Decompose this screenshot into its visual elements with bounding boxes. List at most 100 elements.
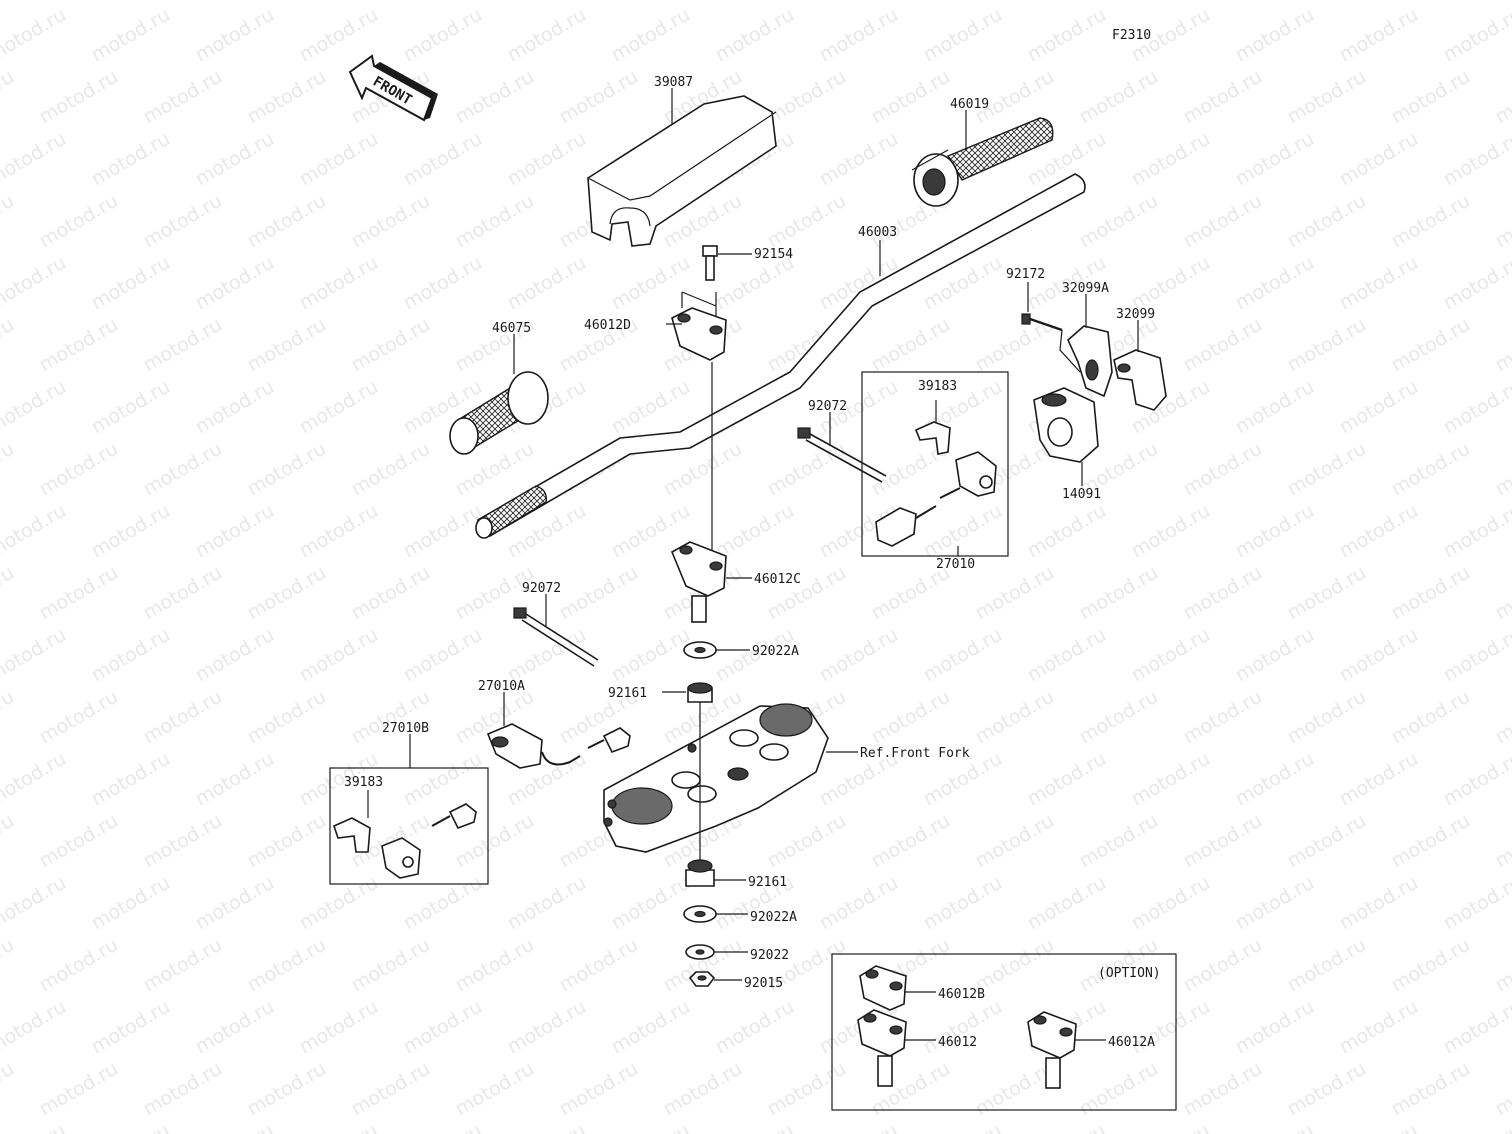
ref-front-fork-label: Ref.Front Fork — [860, 746, 970, 761]
watermark-text: motod.ru — [1440, 748, 1512, 811]
watermark-text: motod.ru — [1336, 748, 1422, 811]
watermark-text: motod.ru — [504, 872, 590, 935]
watermark-text: motod.ru — [868, 66, 954, 129]
watermark-text: motod.ru — [88, 1120, 174, 1134]
part-label-92015: 92015 — [744, 976, 783, 991]
watermark-text: motod.ru — [348, 1058, 434, 1121]
front-arrow-icon: FRONT — [348, 54, 438, 122]
watermark-text: motod.ru — [1180, 66, 1266, 129]
watermark-text: motod.ru — [1232, 376, 1318, 439]
watermark-text: motod.ru — [400, 252, 486, 315]
watermark-text: motod.ru — [1336, 996, 1422, 1059]
watermark-text: motod.ru — [140, 562, 226, 625]
watermark-text: motod.ru — [296, 500, 382, 563]
watermark-text: motod.ru — [244, 438, 330, 501]
watermark-text: motod.ru — [1128, 624, 1214, 687]
switch-27010A — [486, 723, 631, 769]
watermark-text: motod.ru — [192, 748, 278, 811]
watermark-text: motod.ru — [88, 624, 174, 687]
watermark-text: motod.ru — [88, 252, 174, 315]
watermark-text: motod.ru — [764, 1058, 850, 1121]
watermark-text: motod.ru — [1336, 872, 1422, 935]
part-label-46012C: 46012C — [754, 572, 801, 587]
watermark-text: motod.ru — [712, 500, 798, 563]
watermark-text: motod.ru — [504, 128, 590, 191]
part-label-92154: 92154 — [754, 247, 793, 262]
watermark-text: motod.ru — [1180, 1058, 1266, 1121]
watermark-text: motod.ru — [1180, 438, 1266, 501]
watermark-text: motod.ru — [452, 1058, 538, 1121]
part-label-32099A: 32099A — [1062, 281, 1109, 296]
watermark-text: motod.ru — [400, 1120, 486, 1134]
watermark-text: motod.ru — [452, 0, 538, 4]
part-label-39183-low: 39183 — [344, 775, 383, 790]
watermark-text: motod.ru — [192, 872, 278, 935]
watermark-text: motod.ru — [140, 438, 226, 501]
watermark-text: motod.ru — [296, 376, 382, 439]
watermark-text: motod.ru — [140, 810, 226, 873]
watermark-text: motod.ru — [1128, 748, 1214, 811]
watermark-text: motod.ru — [36, 0, 122, 4]
watermark-text: motod.ru — [0, 872, 70, 935]
watermark-text: motod.ru — [1336, 376, 1422, 439]
watermark-text: motod.ru — [920, 624, 1006, 687]
watermark-text: motod.ru — [868, 686, 954, 749]
watermark-text: motod.ru — [1492, 1058, 1512, 1121]
watermark-text: motod.ru — [816, 128, 902, 191]
watermark-text: motod.ru — [88, 4, 174, 67]
watermark-text: motod.ru — [348, 438, 434, 501]
watermark-text: motod.ru — [400, 500, 486, 563]
watermark-text: motod.ru — [556, 562, 642, 625]
watermark-text: motod.ru — [1076, 562, 1162, 625]
watermark-text: motod.ru — [1180, 934, 1266, 997]
watermark-text: motod.ru — [1284, 66, 1370, 129]
watermark-text: motod.ru — [244, 66, 330, 129]
watermark-text: motod.ru — [1284, 314, 1370, 377]
watermark-text: motod.ru — [1492, 190, 1512, 253]
watermark-text: motod.ru — [88, 128, 174, 191]
watermark-text: motod.ru — [0, 0, 18, 4]
watermark-text: motod.ru — [1232, 1120, 1318, 1134]
option-box — [831, 953, 1177, 1111]
watermark-text: motod.ru — [400, 4, 486, 67]
watermark-text: motod.ru — [244, 1058, 330, 1121]
watermark-text: motod.ru — [608, 252, 694, 315]
part-label-92072-top: 92072 — [808, 399, 847, 414]
watermark-text: motod.ru — [1388, 314, 1474, 377]
watermark-text: motod.ru — [1440, 376, 1512, 439]
watermark-text: motod.ru — [608, 872, 694, 935]
watermark-text: motod.ru — [1440, 252, 1512, 315]
watermark-text: motod.ru — [764, 0, 850, 4]
part-label-27010B: 27010B — [382, 721, 429, 736]
watermark-text: motod.ru — [1076, 934, 1162, 997]
watermark-text: motod.ru — [36, 934, 122, 997]
watermark-text: motod.ru — [1024, 4, 1110, 67]
watermark-text: motod.ru — [504, 996, 590, 1059]
part-label-92161-low: 92161 — [748, 875, 787, 890]
watermark-text: motod.ru — [36, 314, 122, 377]
watermark-text: motod.ru — [1076, 0, 1162, 4]
part-label-46019: 46019 — [950, 97, 989, 112]
watermark-text: motod.ru — [1440, 4, 1512, 67]
watermark-text: motod.ru — [556, 66, 642, 129]
watermark-text: motod.ru — [1180, 686, 1266, 749]
throttle-housing-32099 — [1113, 349, 1167, 411]
washer-92022A-low — [683, 905, 717, 923]
watermark-text: motod.ru — [1388, 190, 1474, 253]
watermark-text: motod.ru — [504, 1120, 590, 1134]
watermark-text: motod.ru — [972, 686, 1058, 749]
watermark-text: motod.ru — [1492, 0, 1512, 4]
part-label-92072-mid: 92072 — [522, 581, 561, 596]
watermark-text: motod.ru — [1388, 66, 1474, 129]
watermark-text: motod.ru — [244, 190, 330, 253]
watermark-text: motod.ru — [140, 314, 226, 377]
watermark-text: motod.ru — [348, 190, 434, 253]
watermark-text: motod.ru — [0, 438, 18, 501]
watermark-text: motod.ru — [1492, 314, 1512, 377]
watermark-text: motod.ru — [972, 810, 1058, 873]
watermark-text: motod.ru — [1128, 872, 1214, 935]
watermark-text: motod.ru — [816, 624, 902, 687]
part-label-46012A: 46012A — [1108, 1035, 1155, 1050]
watermark-text: motod.ru — [1180, 0, 1266, 4]
